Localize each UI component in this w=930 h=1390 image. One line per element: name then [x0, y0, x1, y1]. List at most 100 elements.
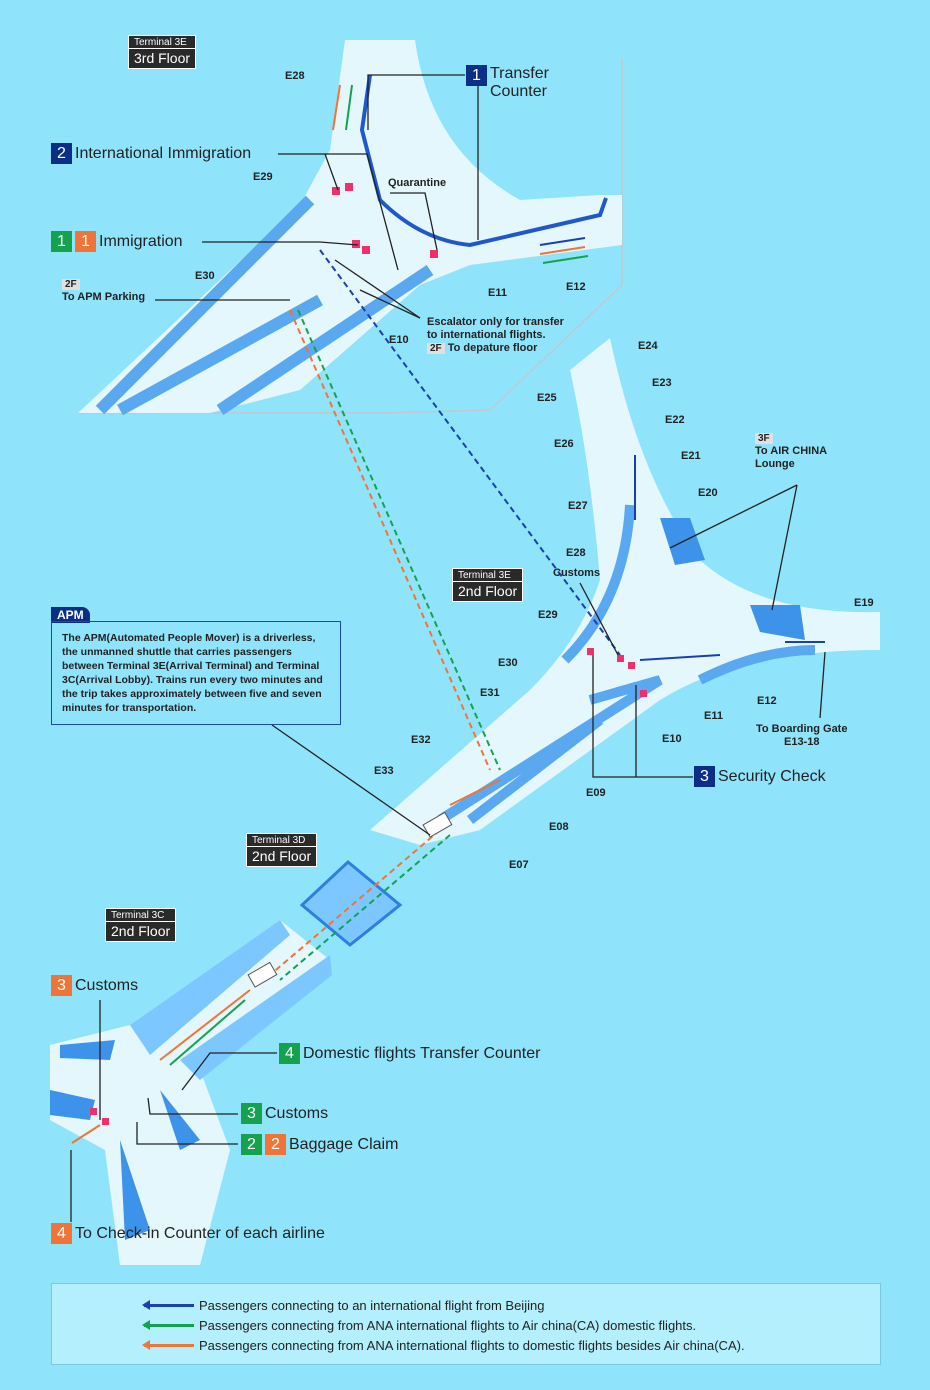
gate-label: E24: [638, 340, 658, 352]
gate-label: E19: [854, 597, 874, 609]
terminal-3e-3f-floor: [78, 40, 622, 413]
gate-label: E08: [549, 821, 569, 833]
note-text: Escalator only for transfer: [427, 316, 564, 328]
arrow-left-icon: [142, 1300, 194, 1310]
step-number: 2: [241, 1134, 262, 1155]
terminal-name: Terminal 3D: [247, 835, 317, 847]
step-number: 1: [466, 65, 487, 86]
step-number: 3: [51, 975, 72, 996]
route-green: [279, 834, 451, 981]
quarantine-label: Quarantine: [388, 177, 447, 189]
note-text: To AIR CHINA: [755, 445, 828, 457]
legend: Passengers connecting to an internationa…: [51, 1283, 881, 1365]
note-text: To APM Parking: [62, 291, 146, 303]
leader-lines: [70, 74, 826, 1222]
step-number: 1: [75, 231, 96, 252]
step-label: Customs: [75, 976, 139, 994]
terminal-name: Terminal 3E: [453, 570, 523, 582]
gate-label: E11: [704, 710, 723, 722]
gate-label: E26: [554, 438, 574, 450]
terminal-3c-floor: [50, 920, 330, 1265]
step-number: 3: [241, 1103, 262, 1124]
apm-train-icon: [422, 811, 453, 838]
legend-item-green: Passengers connecting from ANA internati…: [142, 1318, 697, 1333]
terminal-name: Terminal 3C: [106, 910, 176, 922]
terminal-name: Terminal 3E: [129, 37, 196, 49]
route-orange: [289, 309, 491, 771]
route-orange: [332, 84, 341, 131]
gate-label: E25: [537, 392, 557, 404]
apm-train-icon: [247, 961, 278, 988]
step-number: 1: [51, 231, 72, 252]
gate-label: E10: [389, 334, 409, 346]
note-text: E13-18: [783, 736, 820, 748]
step-number: 4: [51, 1223, 72, 1244]
wall: [437, 504, 816, 825]
route-orange: [269, 829, 441, 976]
step-number: 4: [279, 1043, 300, 1064]
gate-label: E29: [538, 609, 558, 621]
arrow-left-icon: [142, 1340, 194, 1350]
route-blue: [539, 237, 586, 246]
gate-label: E33: [374, 765, 394, 777]
floor-badge: 3F: [755, 433, 773, 444]
gate-label: E23: [652, 377, 672, 389]
gate-label: E10: [662, 733, 682, 745]
gate-label: E12: [566, 281, 586, 293]
lounge-block: [660, 518, 805, 640]
legend-item-blue: Passengers connecting to an internationa…: [142, 1298, 544, 1313]
note-text: Lounge: [755, 458, 795, 470]
wall: [359, 74, 608, 248]
route-green: [169, 999, 246, 1066]
floor-badge: 2F: [427, 343, 445, 354]
wall: [95, 195, 434, 416]
checkpoint-markers: [90, 183, 647, 1125]
step-label: To Check-in Counter of each airline: [75, 1224, 325, 1242]
gate-label: E07: [509, 859, 529, 871]
gate-label: E30: [195, 270, 215, 282]
step-label: Immigration: [99, 232, 183, 250]
route-blue: [319, 249, 621, 656]
gate-label: E21: [681, 450, 701, 462]
route-orange: [159, 989, 251, 1061]
gate-label: E11: [488, 287, 507, 299]
gate-label: E20: [698, 487, 718, 499]
route-green: [542, 255, 589, 264]
gate-label: E28: [566, 547, 586, 559]
step-number: 2: [265, 1134, 286, 1155]
note-text: To Boarding Gate: [756, 723, 848, 735]
route-orange: [449, 779, 501, 806]
gate-label: E30: [498, 657, 518, 669]
floor-badge: 2F: [62, 279, 80, 290]
customs-label: Customs: [553, 567, 601, 579]
legend-text: Passengers connecting from ANA internati…: [199, 1318, 697, 1333]
note-text: To depature floor: [447, 342, 538, 354]
step-label: Security Check: [718, 767, 826, 785]
floor-name: 2nd Floor: [252, 848, 312, 864]
apm-description: The APM(Automated People Mover) is a dri…: [51, 621, 341, 725]
gate-label: E28: [285, 70, 305, 82]
wall: [130, 920, 332, 1080]
note-text: to international flights.: [427, 329, 546, 341]
label-line: Transfer: [490, 65, 549, 82]
gate-label: E22: [665, 414, 685, 426]
route-orange: [539, 246, 586, 255]
gate-label: E12: [757, 695, 777, 707]
